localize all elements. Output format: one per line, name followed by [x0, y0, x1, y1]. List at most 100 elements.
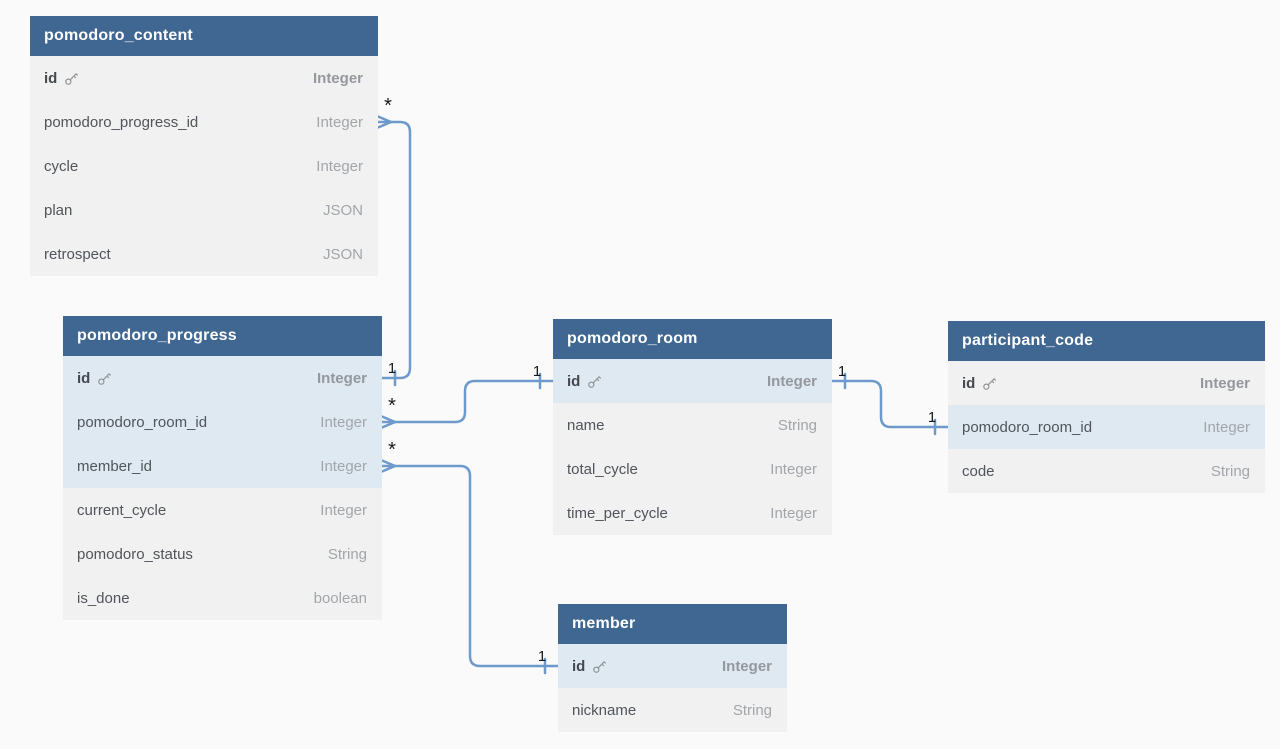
- relationship-pomodoro_content-pomodoro_progress[interactable]: *1: [376, 95, 412, 387]
- table-participant_code[interactable]: participant_code id Integer pomodoro_roo…: [948, 321, 1265, 493]
- field-name: current_cycle: [77, 501, 167, 519]
- field-name: pomodoro_status: [77, 545, 193, 563]
- field-name: name: [567, 416, 605, 434]
- table-title: member: [572, 615, 636, 632]
- field-type: JSON: [322, 201, 363, 219]
- relationship-line[interactable]: [380, 379, 555, 424]
- table-row-name[interactable]: name String: [553, 403, 832, 447]
- relationship-line[interactable]: [830, 379, 950, 429]
- table-row-pomodoro_status[interactable]: pomodoro_status String: [63, 532, 382, 576]
- table-pomodoro_room[interactable]: pomodoro_room id Integer name String tot…: [553, 319, 832, 535]
- field-type: Integer: [721, 657, 772, 675]
- table-title: participant_code: [962, 332, 1094, 349]
- cardinality-label: 1: [388, 360, 396, 377]
- table-row-total_cycle[interactable]: total_cycle Integer: [553, 447, 832, 491]
- field-type: Integer: [320, 413, 367, 431]
- table-title: pomodoro_content: [44, 27, 193, 44]
- field-name: id: [572, 657, 586, 675]
- primary-key-icon: [64, 71, 79, 86]
- relationship-pomodoro_room-participant_code[interactable]: 11: [830, 363, 950, 436]
- field-name: plan: [44, 201, 73, 219]
- table-row-id[interactable]: id Integer: [558, 644, 787, 688]
- field-name: total_cycle: [567, 460, 638, 478]
- cardinality-marker: [380, 464, 397, 473]
- cardinality-label: 1: [533, 363, 541, 380]
- field-type: Integer: [1203, 418, 1250, 436]
- field-type: String: [327, 545, 367, 563]
- cardinality-marker: [376, 120, 393, 129]
- table-row-pomodoro_room_id[interactable]: pomodoro_room_id Integer: [63, 400, 382, 444]
- field-type: Integer: [320, 457, 367, 475]
- field-type: Integer: [320, 501, 367, 519]
- primary-key-icon: [592, 659, 607, 674]
- primary-key-icon: [587, 374, 602, 389]
- field-type: String: [732, 701, 772, 719]
- table-member[interactable]: member id Integer nickname String: [558, 604, 787, 732]
- table-row-retrospect[interactable]: retrospect JSON: [30, 232, 378, 276]
- table-row-pomodoro_room_id[interactable]: pomodoro_room_id Integer: [948, 405, 1265, 449]
- cardinality-marker: [380, 459, 397, 468]
- primary-key-icon: [97, 371, 112, 386]
- table-row-plan[interactable]: plan JSON: [30, 188, 378, 232]
- table-pomodoro_content[interactable]: pomodoro_content id Integer pomodoro_pro…: [30, 16, 378, 276]
- field-name: code: [962, 462, 995, 480]
- cardinality-marker: [376, 115, 393, 124]
- field-type: Integer: [312, 69, 363, 87]
- table-row-pomodoro_progress_id[interactable]: pomodoro_progress_id Integer: [30, 100, 378, 144]
- cardinality-label: 1: [838, 363, 846, 380]
- field-name: retrospect: [44, 245, 111, 263]
- cardinality-label: *: [388, 439, 396, 461]
- table-rows: id Integer name String total_cycle Integ…: [553, 359, 832, 535]
- field-name: cycle: [44, 157, 79, 175]
- table-row-time_per_cycle[interactable]: time_per_cycle Integer: [553, 491, 832, 535]
- relationship-pomodoro_progress-member[interactable]: *1: [380, 439, 560, 675]
- field-type: Integer: [770, 460, 817, 478]
- table-rows: id Integer pomodoro_room_id Integer code…: [948, 361, 1265, 493]
- field-name: id: [77, 369, 91, 387]
- table-row-member_id[interactable]: member_id Integer: [63, 444, 382, 488]
- field-name: time_per_cycle: [567, 504, 668, 522]
- field-type: Integer: [1199, 374, 1250, 392]
- table-row-code[interactable]: code String: [948, 449, 1265, 493]
- relationship-line[interactable]: [380, 464, 560, 668]
- table-header[interactable]: participant_code: [948, 321, 1265, 361]
- field-type: JSON: [322, 245, 363, 263]
- table-row-is_done[interactable]: is_done boolean: [63, 576, 382, 620]
- table-row-id[interactable]: id Integer: [30, 56, 378, 100]
- table-row-id[interactable]: id Integer: [948, 361, 1265, 405]
- field-name: member_id: [77, 457, 153, 475]
- table-row-current_cycle[interactable]: current_cycle Integer: [63, 488, 382, 532]
- relationship-pomodoro_progress-pomodoro_room[interactable]: *1: [380, 363, 555, 429]
- relationship-line[interactable]: [376, 120, 412, 380]
- table-header[interactable]: pomodoro_content: [30, 16, 378, 56]
- table-rows: id Integer pomodoro_room_id Integer memb…: [63, 356, 382, 620]
- table-header[interactable]: pomodoro_progress: [63, 316, 382, 356]
- field-name: pomodoro_room_id: [962, 418, 1093, 436]
- cardinality-marker: [380, 420, 397, 429]
- primary-key-icon: [982, 376, 997, 391]
- field-name: nickname: [572, 701, 637, 719]
- cardinality-label: 1: [538, 648, 546, 665]
- table-rows: id Integer pomodoro_progress_id Integer …: [30, 56, 378, 276]
- table-row-id[interactable]: id Integer: [63, 356, 382, 400]
- field-type: boolean: [313, 589, 367, 607]
- field-name: pomodoro_progress_id: [44, 113, 199, 131]
- table-row-nickname[interactable]: nickname String: [558, 688, 787, 732]
- table-pomodoro_progress[interactable]: pomodoro_progress id Integer pomodoro_ro…: [63, 316, 382, 620]
- field-type: String: [777, 416, 817, 434]
- field-name: is_done: [77, 589, 130, 607]
- cardinality-label: *: [388, 395, 396, 417]
- table-header[interactable]: pomodoro_room: [553, 319, 832, 359]
- field-name: id: [962, 374, 976, 392]
- field-type: Integer: [316, 369, 367, 387]
- field-name: id: [44, 69, 58, 87]
- field-type: Integer: [316, 113, 363, 131]
- cardinality-label: *: [384, 95, 392, 117]
- table-rows: id Integer nickname String: [558, 644, 787, 732]
- field-name: id: [567, 372, 581, 390]
- table-title: pomodoro_progress: [77, 327, 237, 344]
- table-header[interactable]: member: [558, 604, 787, 644]
- table-row-cycle[interactable]: cycle Integer: [30, 144, 378, 188]
- table-row-id[interactable]: id Integer: [553, 359, 832, 403]
